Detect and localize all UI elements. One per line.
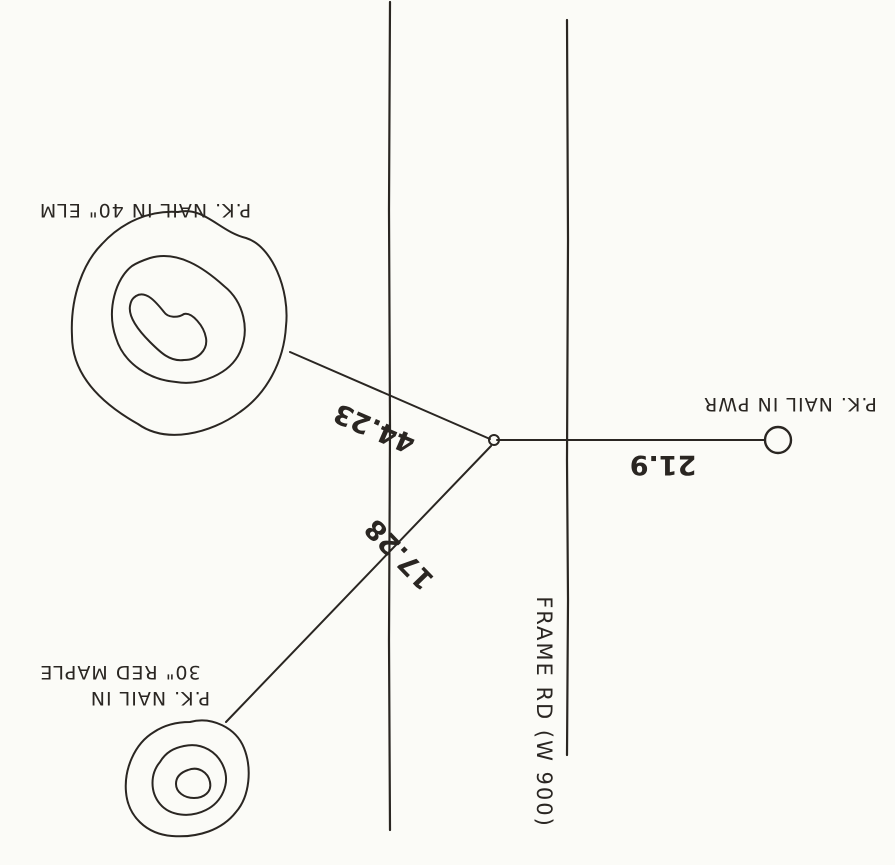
maple-reference-label-line-2: 30" RED MAPLE xyxy=(39,661,200,683)
elm-reference-label: P.K. NAIL IN 40" ELM xyxy=(39,199,251,221)
labels: P.K. NAIL IN PWR 21.9 P.K. NAIL IN 40" E… xyxy=(39,199,877,828)
road-name-label: FRAME RD (W 900) xyxy=(532,596,556,828)
road-edge-line-left xyxy=(387,0,392,832)
tie-line-maple xyxy=(225,445,492,723)
elm-distance-label: 44.23 xyxy=(329,397,420,459)
pwr-reference-label: P.K. NAIL IN PWR xyxy=(703,393,877,415)
tie-lines xyxy=(225,351,766,723)
road-edge-line-right xyxy=(565,18,570,757)
elm-tree-icon xyxy=(70,210,288,436)
maple-reference-label-line-1: P.K. NAIL IN xyxy=(90,687,210,709)
maple-tree-icon xyxy=(124,719,250,838)
maple-distance-label: 17.28 xyxy=(359,512,441,595)
pwr-distance-label: 21.9 xyxy=(630,449,697,480)
tie-line-elm xyxy=(289,351,491,440)
power-pole-circle-icon xyxy=(763,425,793,455)
center-point-marker xyxy=(488,434,500,446)
road-edges xyxy=(387,0,570,832)
